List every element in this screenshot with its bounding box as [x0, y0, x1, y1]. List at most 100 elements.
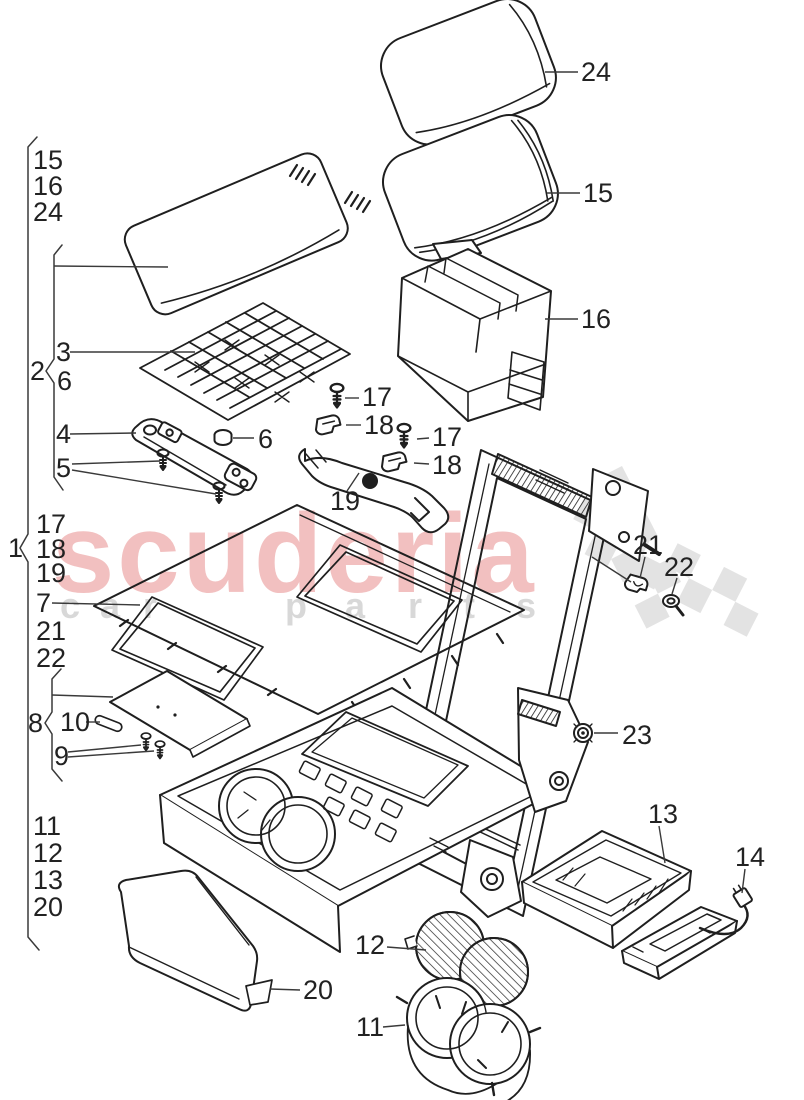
callout-label-list-11: 11 — [33, 811, 61, 841]
leader-line-co-18b — [413, 462, 430, 465]
callout-label-list-22: 22 — [36, 643, 66, 673]
callout-label-list-21: 21 — [36, 616, 66, 646]
part-15-armrest-cushion — [382, 114, 559, 262]
callout-label-co-19: 19 — [330, 486, 360, 516]
leader-line-co-13 — [658, 825, 666, 864]
bracket-group-2 — [45, 244, 64, 491]
tray-opening — [301, 711, 469, 807]
callout-label-co-13: 13 — [648, 799, 678, 829]
callout-label-co-22: 22 — [664, 552, 694, 582]
callout-label-co-20: 20 — [303, 975, 333, 1005]
callout-label-list-20: 20 — [33, 892, 63, 922]
leader-line-co-21 — [639, 556, 646, 579]
callout-label-list-16: 16 — [33, 171, 63, 201]
grouping-brackets — [19, 136, 64, 951]
part-9-screws — [140, 732, 166, 760]
callout-label-list-19: 19 — [36, 558, 66, 588]
leader-line-co-20 — [269, 988, 301, 991]
part-frame-pivot-arms — [460, 687, 589, 918]
leader-line-group-8 — [51, 694, 114, 698]
callout-label-list-6: 6 — [57, 366, 72, 396]
callout-label-co-5: 5 — [56, 453, 71, 483]
callout-label-list-17: 17 — [36, 509, 66, 539]
leader-line-co-9-1 — [67, 750, 155, 758]
leader-line-co-21-1 — [591, 556, 632, 583]
callout-label-co-6b: 6 — [258, 424, 273, 454]
part-14-module-with-cable — [621, 884, 753, 980]
watermark-sub-letter-5: r — [408, 585, 422, 626]
callout-label-co-9: 9 — [54, 741, 69, 771]
callout-label-co-3: 3 — [56, 337, 71, 367]
leader-line-co-14 — [741, 868, 746, 894]
callout-label-list-12: 12 — [33, 838, 63, 868]
part-2-lid-cover — [123, 152, 372, 316]
part-8-storage-lid — [109, 670, 251, 758]
part-10-pin — [94, 714, 123, 733]
part-12-rubber-mat — [404, 911, 529, 1007]
callout-label-co-24: 24 — [581, 57, 611, 87]
part-22-screw — [662, 594, 685, 617]
cable — [698, 902, 749, 936]
watermark-sub-letter-0: c — [60, 585, 80, 626]
callout-label-co-18a: 18 — [364, 410, 394, 440]
part-19-latch-bar — [298, 448, 450, 534]
line-art — [93, 0, 753, 1100]
leader-line-co-19 — [346, 472, 360, 492]
watermark-sub-letter-1: a — [100, 585, 121, 626]
part-20-flap — [117, 869, 273, 1012]
part-3-net-panel — [139, 302, 351, 421]
part-13-storage-tray — [521, 830, 692, 949]
callout-label-list-15: 15 — [33, 145, 63, 175]
callout-label-co-17a: 17 — [362, 382, 392, 412]
leader-line-co-5 — [71, 460, 161, 465]
callout-label-co-15: 15 — [583, 178, 613, 208]
part-23-nut — [573, 723, 593, 743]
callout-label-co-11: 11 — [356, 1012, 384, 1042]
callout-label-co-7: 7 — [36, 588, 51, 618]
callout-label-co-10: 10 — [60, 707, 90, 737]
watermark-sub-letter-7: s — [516, 585, 536, 626]
part-21-clip — [624, 573, 649, 594]
part-24-armrest-cushion — [380, 0, 557, 146]
button-grid — [298, 760, 403, 843]
hinge-spring-coils — [288, 163, 372, 214]
leader-line-co-11 — [382, 1024, 406, 1028]
leader-line-co-5-1 — [71, 469, 217, 495]
part-18-clips — [314, 414, 408, 473]
part-11-cupholder-insert — [395, 977, 542, 1100]
leader-line-co-17b — [416, 437, 430, 440]
leader-line-co-22 — [671, 577, 678, 595]
callout-label-co-14: 14 — [735, 842, 765, 872]
callout-label-co-4: 4 — [56, 419, 71, 449]
callout-label-list-18: 18 — [36, 534, 66, 564]
leader-line-co-7 — [51, 602, 141, 606]
leader-line-group-2 — [53, 265, 169, 268]
connector — [732, 884, 753, 908]
part-armrest-body — [159, 687, 561, 953]
part-6-cap — [213, 429, 233, 446]
callout-label-co-18b: 18 — [432, 450, 462, 480]
part-4-hinge-rail — [131, 418, 258, 496]
callout-label-list-13: 13 — [33, 865, 63, 895]
watermark-sub-letter-3: p — [285, 585, 307, 626]
callout-label-group-2: 2 — [30, 356, 45, 386]
leader-line-co-4 — [69, 432, 137, 435]
cupholder-recess — [226, 776, 286, 836]
frame-roller-hatched — [491, 453, 593, 518]
part-16-latch-housing — [397, 239, 552, 422]
callout-label-co-16: 16 — [581, 304, 611, 334]
callout-label-list-24: 24 — [33, 197, 63, 227]
leader-line-co-12 — [386, 946, 427, 951]
bracket-group-1 — [19, 136, 40, 951]
callout-label-co-12: 12 — [355, 930, 385, 960]
leader-line-co-9 — [67, 744, 142, 753]
callout-label-co-17b: 17 — [432, 422, 462, 452]
bracket-group-8 — [44, 668, 63, 782]
part-7-trim-panel — [93, 504, 525, 715]
watermark-brand-text: scuderia — [52, 491, 537, 616]
callout-label-group-1: 1 — [8, 533, 23, 563]
